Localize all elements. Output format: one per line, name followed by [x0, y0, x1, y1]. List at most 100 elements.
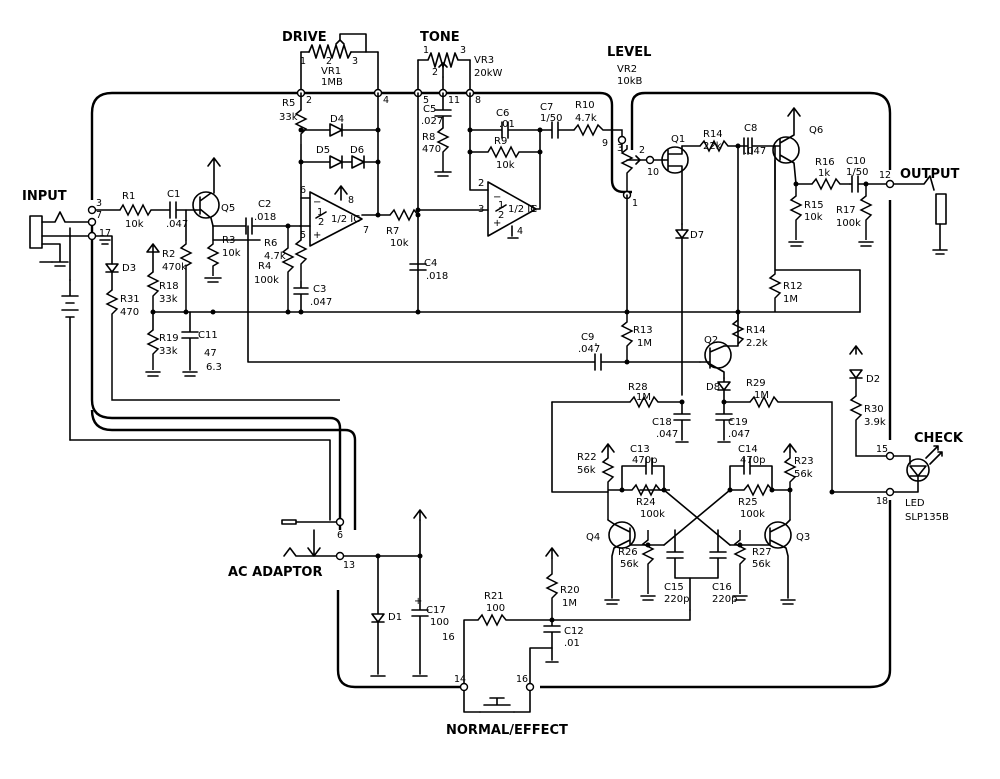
c12-name: C12 [564, 626, 584, 637]
normal-effect-label: NORMAL/EFFECT [446, 723, 568, 738]
svg-text:1: 1 [498, 200, 504, 211]
svg-text:14: 14 [454, 674, 466, 685]
r14b-name: R14 [703, 129, 723, 140]
vr3-value: 20kW [474, 68, 503, 79]
c2-name: C2 [258, 199, 271, 210]
output-label: OUTPUT [900, 167, 960, 182]
svg-text:3: 3 [617, 143, 623, 154]
svg-text:7: 7 [96, 210, 102, 221]
r28-value: 1M [636, 392, 651, 403]
r24-value: 100k [640, 509, 665, 520]
r14-value: 2.2k [746, 338, 768, 349]
c8-name: C8 [744, 123, 757, 134]
r16-value: 1k [818, 168, 830, 179]
r20-name: R20 [560, 585, 580, 596]
c17-name: C17 [426, 605, 446, 616]
r26-value: 56k [620, 559, 639, 570]
r9-value: 10k [496, 160, 515, 171]
power-section: 6 13 AC ADAPTOR D1 + C17 100 16 [228, 509, 455, 677]
r5-name: R5 [282, 98, 295, 109]
ac-adaptor-label: AC ADAPTOR [228, 565, 323, 580]
c3-value: .047 [310, 297, 332, 308]
svg-text:2: 2 [318, 217, 324, 228]
r30-value: 3.9k [864, 417, 886, 428]
svg-text:−: − [493, 192, 501, 203]
c12-value: .01 [564, 638, 580, 649]
c15-name: C15 [664, 582, 684, 593]
svg-text:13: 13 [343, 560, 355, 571]
r25-value: 100k [740, 509, 765, 520]
vr2-value: 10kB [617, 76, 643, 87]
r31-name: R31 [120, 294, 140, 305]
board-outline [90, 91, 892, 689]
r18-name: R18 [159, 281, 179, 292]
q2-section: C9 .047 R13 1M Q2 R14 2.2k D8 [247, 225, 861, 403]
vr1-drive-pot: DRIVE 1 2 3 VR1 1MB [282, 30, 379, 94]
r21-name: R21 [484, 591, 504, 602]
svg-text:9: 9 [602, 138, 608, 149]
d6-label: D6 [350, 145, 364, 156]
ic1-label: 1/2 IC [331, 214, 360, 225]
r15-name: R15 [804, 200, 824, 211]
ic2-label: 1/2 IC [508, 204, 537, 215]
svg-text:17: 17 [99, 228, 111, 239]
c5-name: C5 [423, 104, 436, 115]
r1-value: 10k [125, 219, 144, 230]
c16-name: C16 [712, 582, 732, 593]
d2-label: D2 [866, 374, 880, 385]
c8-value: .047 [744, 146, 766, 157]
c11-volt: 6.3 [206, 362, 222, 373]
vr2-name: VR2 [617, 64, 637, 75]
c10-value: 1/50 [846, 167, 868, 178]
r22-name: R22 [577, 452, 597, 463]
r10-name: R10 [575, 100, 595, 111]
d5-label: D5 [316, 145, 330, 156]
c19-name: C19 [728, 417, 748, 428]
led-label: LED [905, 498, 925, 509]
r8-name: R8 [422, 132, 435, 143]
d3-r31-branch: D3 R31 470 [95, 235, 340, 401]
r2-value: 470k [162, 262, 187, 273]
r14-name: R14 [746, 325, 766, 336]
svg-text:7: 7 [363, 225, 369, 236]
q5-label: Q5 [221, 203, 235, 214]
bias-network: R18 33k R19 33k C11 47 6.3 [145, 243, 861, 377]
q4-label: Q4 [586, 532, 600, 543]
svg-text:1: 1 [317, 207, 323, 218]
svg-text:10: 10 [647, 167, 659, 178]
r27-value: 56k [752, 559, 771, 570]
svg-text:2: 2 [639, 145, 645, 156]
svg-text:6: 6 [300, 185, 306, 196]
r20-value: 1M [562, 598, 577, 609]
c16-value: 220p [712, 594, 737, 605]
svg-text:11: 11 [448, 95, 460, 106]
svg-text:15: 15 [876, 444, 888, 455]
svg-text:5: 5 [423, 95, 429, 106]
r16-name: R16 [815, 157, 835, 168]
d7: D7 [675, 223, 704, 396]
c17-value: 100 [430, 617, 449, 628]
svg-text:2: 2 [326, 56, 332, 67]
r12: R12 1M [768, 270, 803, 312]
svg-text:4: 4 [383, 95, 389, 106]
r15-value: 10k [804, 212, 823, 223]
r13-value: 1M [637, 338, 652, 349]
c11-name: C11 [198, 330, 218, 341]
r7-value: 10k [390, 238, 409, 249]
c9-name: C9 [581, 332, 594, 343]
r26-name: R26 [618, 547, 638, 558]
ic2-stage: C6 .01 R9 10k 2 3 − + 1 2 1/2 IC 4 1 [415, 92, 543, 239]
c18-value: .047 [656, 429, 678, 440]
svg-text:18: 18 [876, 496, 888, 507]
c13-value: 470p [632, 455, 657, 466]
q3-label: Q3 [796, 532, 810, 543]
svg-text:1: 1 [530, 204, 536, 215]
q6-label: Q6 [809, 125, 823, 136]
svg-text:3: 3 [352, 56, 358, 67]
output-jack: OUTPUT [893, 167, 960, 255]
r2-name: R2 [162, 249, 175, 260]
svg-text:4: 4 [517, 226, 523, 237]
check-label: CHECK [914, 431, 964, 446]
c7-r10: C7 1/50 R10 4.7k 9 3 2 1 [469, 100, 645, 315]
